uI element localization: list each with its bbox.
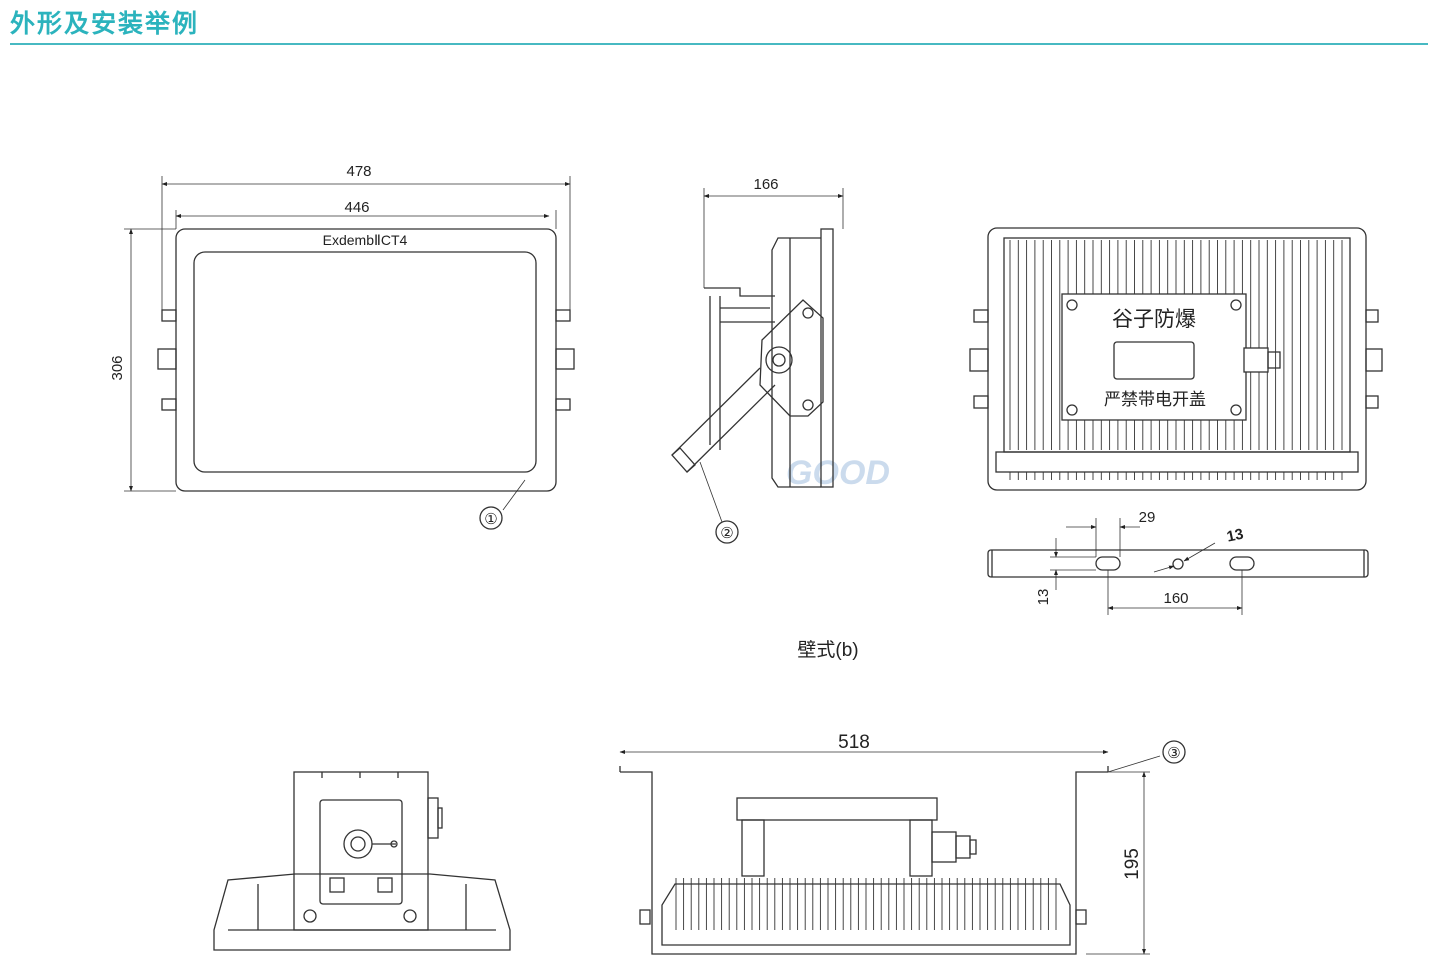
dim-478-label: 478 xyxy=(346,163,371,180)
dim-166-label: 166 xyxy=(753,176,778,193)
dim-13-slot-label: 13 xyxy=(1035,589,1052,606)
side-view xyxy=(671,188,844,544)
dim-446-label: 446 xyxy=(344,199,369,216)
end-view xyxy=(213,771,511,951)
bracket-detail xyxy=(987,518,1369,615)
title-underline xyxy=(10,43,1428,45)
page-title: 外形及安装举例 xyxy=(10,9,200,38)
dim-160-label: 160 xyxy=(1163,590,1188,607)
dim-29-label: 29 xyxy=(1139,509,1156,526)
bottom-side-view xyxy=(619,740,1186,955)
callout-3: ③ xyxy=(1167,745,1180,762)
callout-1: ① xyxy=(484,511,497,528)
warning-label: 严禁带电开盖 xyxy=(1104,390,1206,409)
dim-518-label: 518 xyxy=(838,732,870,753)
dim-195-label: 195 xyxy=(1122,848,1143,880)
caption-wall-mount: 壁式(b) xyxy=(797,639,858,661)
watermark-text: GOOD xyxy=(786,454,890,492)
callout-2: ② xyxy=(720,525,733,542)
front-view xyxy=(124,176,575,530)
dim-13-hole-label: 13 xyxy=(1225,526,1245,546)
rear-view xyxy=(969,227,1383,491)
dim-306-label: 306 xyxy=(109,355,126,380)
brand-label: 谷子防爆 xyxy=(1112,308,1196,331)
explosion-marking: ExdembⅡCT4 xyxy=(323,232,408,248)
